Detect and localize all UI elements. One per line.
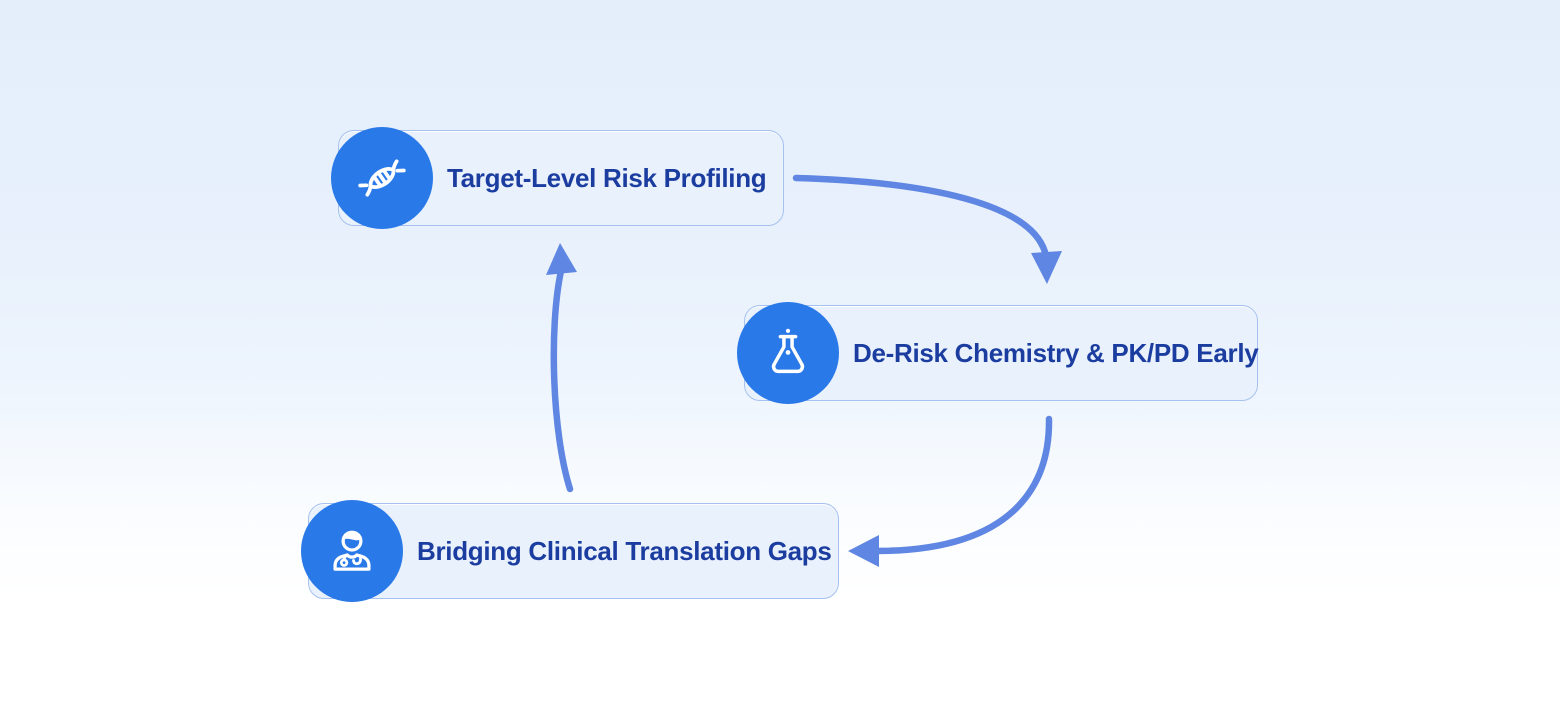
arrow-clinical-to-target: [550, 267, 574, 493]
arrowhead-target-to-chemistry: [1031, 251, 1062, 284]
node-target-level-risk-profiling: Target-Level Risk Profiling: [331, 127, 784, 229]
dna-icon: [331, 127, 433, 229]
arrow-target-to-chemistry: [792, 174, 1049, 256]
node-bridging-clinical-translation-gaps: Bridging Clinical Translation Gaps: [301, 500, 839, 602]
node-label-derisk-chemistry-pkpd: De-Risk Chemistry & PK/PD Early: [853, 337, 1259, 368]
arrowhead-chemistry-to-clinical: [848, 535, 879, 567]
arrowhead-clinical-to-target: [546, 243, 577, 275]
arrow-chemistry-to-clinical: [872, 415, 1053, 555]
node-derisk-chemistry-pkpd: De-Risk Chemistry & PK/PD Early: [737, 302, 1259, 404]
flask-icon: [737, 302, 839, 404]
node-label-bridging-clinical-translation-gaps: Bridging Clinical Translation Gaps: [417, 535, 832, 566]
node-label-target-level-risk-profiling: Target-Level Risk Profiling: [447, 162, 767, 193]
doctor-icon: [301, 500, 403, 602]
